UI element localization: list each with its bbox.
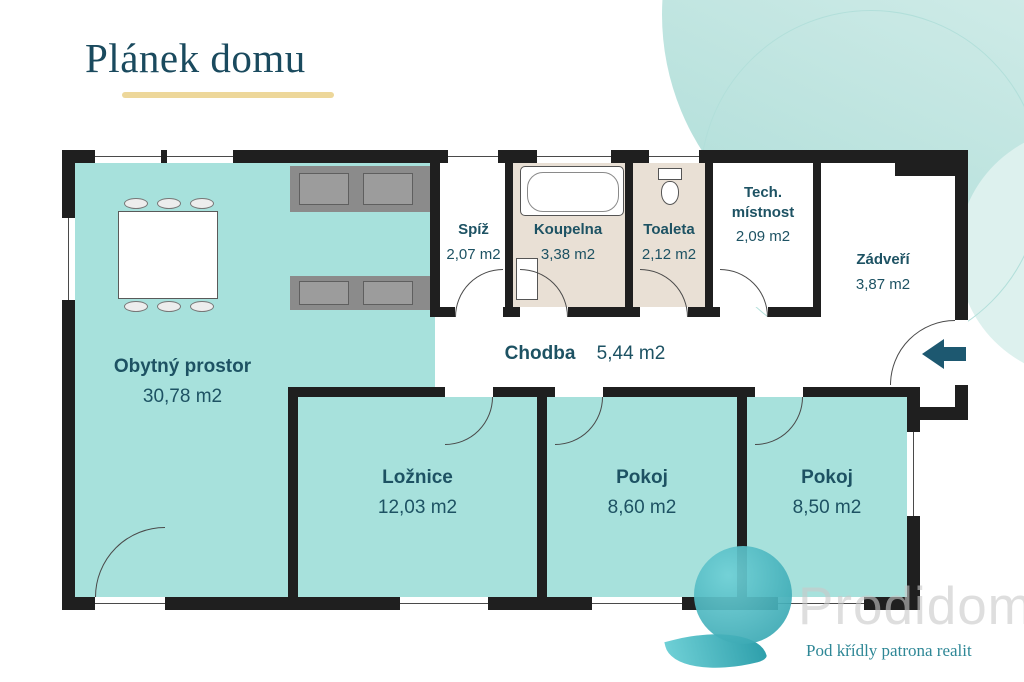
wall [505, 163, 513, 307]
wall [493, 387, 555, 397]
door-arc [455, 269, 503, 317]
bathtub [520, 166, 624, 216]
toilet-tank [658, 168, 682, 180]
window [167, 150, 233, 163]
room-name: Obytný prostor [113, 356, 252, 377]
arrow-head [922, 339, 944, 369]
room-label-pokoj-2: Pokoj 8,50 m2 [747, 466, 907, 520]
room-label-tech: Tech. místnost 2,09 m2 [711, 183, 815, 247]
chair [157, 198, 181, 209]
room-label-loznice: Ložnice 12,03 m2 [298, 466, 537, 520]
brand-watermark: Prodidom [798, 577, 1024, 636]
entrance-arrow-icon [922, 339, 966, 369]
room-label-pokoj-1: Pokoj 8,60 m2 [547, 466, 737, 520]
wall [537, 387, 547, 597]
window [907, 432, 920, 516]
wall [288, 390, 298, 597]
wall [803, 387, 907, 397]
door-arc [755, 397, 803, 445]
wall [768, 307, 821, 317]
room-name: Chodba [504, 343, 576, 364]
room-area: 5,44 m2 [596, 343, 666, 364]
wall [430, 307, 455, 317]
window [537, 150, 611, 163]
chair [124, 198, 148, 209]
room-name: Tech. místnost [731, 184, 795, 221]
room-label-toaleta: Toaleta 2,12 m2 [631, 220, 707, 264]
wall [955, 150, 968, 320]
terrace-door [95, 597, 165, 610]
chair [190, 198, 214, 209]
door-arc [720, 269, 768, 317]
arrow-shaft [943, 347, 966, 361]
room-area: 3,38 m2 [540, 245, 596, 263]
window [592, 597, 682, 610]
brand-logo-icon [694, 546, 792, 644]
room-name: Zádveří [856, 251, 910, 268]
wall [430, 163, 440, 317]
kitchen-island [290, 276, 430, 310]
wall [503, 307, 520, 317]
kitchen-appliance [299, 173, 349, 205]
room-label-spiz: Spíž 2,07 m2 [436, 220, 511, 264]
chair [157, 301, 181, 312]
chair [124, 301, 148, 312]
room-area: 2,09 m2 [735, 228, 791, 245]
room-label-koupelna: Koupelna 3,38 m2 [511, 220, 625, 264]
dining-table [118, 211, 218, 299]
wall [895, 150, 968, 176]
wall [705, 163, 713, 307]
room-label-chodba: Chodba 5,44 m2 [455, 342, 715, 367]
room-area: 30,78 m2 [142, 385, 223, 407]
kitchen-counter [290, 166, 430, 212]
wall [920, 407, 968, 420]
room-name: Spíž [458, 221, 489, 238]
room-name: Ložnice [382, 467, 453, 488]
page-title: Plánek domu [85, 35, 306, 81]
chair [190, 301, 214, 312]
room-area: 8,60 m2 [607, 496, 677, 518]
door-arc [640, 269, 688, 317]
wall [568, 307, 640, 317]
toilet-bowl [661, 181, 679, 205]
window [649, 150, 699, 163]
room-area: 3,87 m2 [855, 275, 911, 293]
room-chodba [435, 317, 821, 387]
wall [603, 387, 755, 397]
room-name: Koupelna [533, 221, 603, 238]
bathtub-inner [527, 172, 619, 212]
door-arc [445, 397, 493, 445]
wall [813, 163, 821, 317]
room-loznice [298, 397, 537, 597]
title-underline [122, 92, 334, 98]
window [95, 150, 161, 163]
door-arc [890, 320, 955, 385]
wall [62, 150, 968, 163]
kitchen-appliance [363, 173, 413, 205]
window [62, 218, 75, 300]
room-label-living: Obytný prostor 30,78 m2 [75, 355, 290, 409]
room-area: 2,07 m2 [446, 245, 501, 263]
wall [288, 387, 430, 397]
room-name: Pokoj [616, 467, 668, 488]
room-area: 12,03 m2 [377, 496, 458, 518]
kitchen-appliance [363, 281, 413, 305]
wall [688, 307, 720, 317]
window [448, 150, 498, 163]
room-area: 8,50 m2 [792, 496, 862, 518]
room-area: 2,12 m2 [641, 245, 697, 263]
door-arc [95, 527, 165, 597]
room-name: Toaleta [643, 221, 695, 238]
wall [737, 387, 747, 597]
window [400, 597, 488, 610]
door-arc [555, 397, 603, 445]
door-arc [520, 269, 568, 317]
wall [625, 163, 633, 307]
brand-tagline: Pod křídly patrona realit [806, 641, 972, 660]
window [778, 597, 864, 610]
kitchen-appliance [299, 281, 349, 305]
room-name: Pokoj [801, 467, 853, 488]
wall [430, 387, 445, 397]
room-label-zadveri: Zádveří 3,87 m2 [819, 250, 947, 294]
